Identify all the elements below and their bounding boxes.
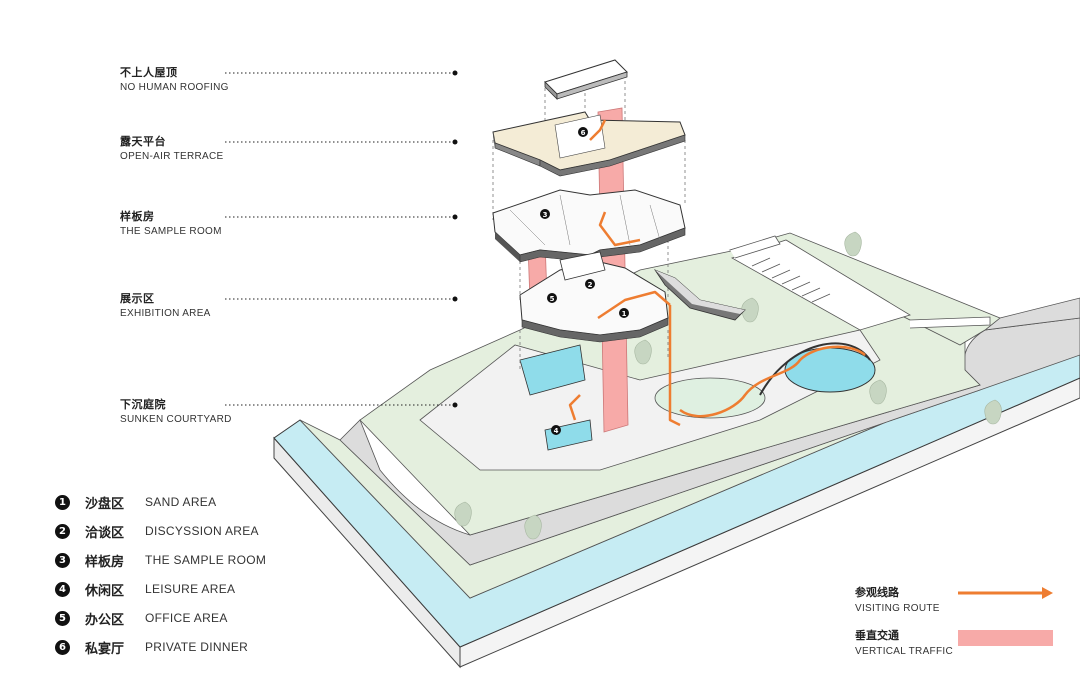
level-label-en: THE SAMPLE ROOM [120, 226, 222, 237]
level-label-zh: 样板房 [120, 211, 155, 223]
round-number-marker-icon [551, 425, 561, 435]
vertical-traffic-key-zh: 垂直交通 [855, 630, 899, 642]
key-swatches [958, 587, 1053, 646]
tree-icon [454, 501, 472, 527]
garden-lawn-oval [654, 377, 766, 419]
legend-label-zh: 洽谈区 [85, 524, 125, 540]
legend-item: 2 洽谈区 DISCYSSION AREA [55, 521, 259, 541]
visiting-route-key: 参观线路 VISITING ROUTE [855, 584, 940, 614]
round-number-marker-icon [619, 308, 629, 318]
level-label-zh: 下沉庭院 [120, 399, 166, 411]
marker-1: 1 [619, 308, 629, 318]
legend-label-en: LEISURE AREA [145, 582, 236, 596]
level-label-en: NO HUMAN ROOFING [120, 82, 229, 93]
level-label-en: OPEN-AIR TERRACE [120, 151, 224, 162]
level-label-roof: 不上人屋顶 NO HUMAN ROOFING [120, 64, 229, 93]
sunken-courtyard-pool [519, 344, 586, 396]
level-label-en: EXHIBITION AREA [120, 308, 211, 319]
visiting-route [568, 119, 681, 427]
tree-icon [741, 297, 759, 323]
floor-sample-room [492, 189, 686, 263]
level-label-exhibition: 展示区 EXHIBITION AREA [120, 290, 211, 319]
tree-icon [984, 399, 1002, 425]
canopy-wing-top [655, 270, 745, 314]
leader-dot-icon [452, 402, 458, 408]
round-number-marker-icon [547, 293, 557, 303]
tree-icon [844, 231, 862, 257]
legend-label-en: OFFICE AREA [145, 611, 228, 625]
marker-6: 6 [578, 127, 588, 137]
round-number-marker-icon: 2 [55, 523, 70, 539]
leader-lines [225, 72, 452, 406]
leader-dot-icon [452, 139, 458, 145]
round-number-marker-icon [578, 127, 588, 137]
leader-dot-icon [452, 296, 458, 302]
marker-label: 1 [622, 310, 627, 318]
level-label-zh: 露天平台 [120, 136, 166, 148]
marker-5: 5 [547, 293, 557, 303]
visiting-route-garden [679, 345, 866, 418]
level-label-sample-room: 样板房 THE SAMPLE ROOM [120, 208, 222, 237]
round-number-marker-icon: 5 [55, 610, 70, 626]
marker-label: 3 [543, 211, 548, 219]
marker-label: 2 [588, 281, 593, 289]
level-label-sunken-courtyard: 下沉庭院 SUNKEN COURTYARD [120, 396, 232, 425]
marker-3: 3 [540, 209, 550, 219]
legend-label-en: THE SAMPLE ROOM [145, 553, 267, 567]
diagram-markers: 6 3 2 5 1 4 [540, 127, 629, 435]
marker-2: 2 [585, 279, 595, 289]
legend-label-zh: 办公区 [85, 611, 125, 627]
tree-icon [869, 379, 887, 405]
level-label-zh: 不上人屋顶 [120, 67, 178, 79]
legend-item: 6 私宴厅 PRIVATE DINNER [55, 637, 248, 657]
tree-icon [634, 339, 652, 365]
legend-item: 1 沙盘区 SAND AREA [55, 492, 216, 512]
round-number-marker-icon: 6 [55, 639, 70, 655]
round-number-marker-icon [540, 209, 550, 219]
floor-roof [544, 59, 628, 100]
marker-label: 4 [554, 427, 559, 435]
legend-item: 3 样板房 THE SAMPLE ROOM [55, 550, 266, 570]
fence-north [729, 235, 781, 259]
level-label-en: SUNKEN COURTYARD [120, 414, 232, 425]
marker-label: 5 [550, 295, 555, 303]
fence-east [909, 316, 991, 329]
marker-4: 4 [551, 425, 561, 435]
legend-label-en: DISCYSSION AREA [145, 524, 259, 538]
leader-dots [452, 70, 458, 408]
legend-label-zh: 休闲区 [85, 582, 125, 598]
legend-label-zh: 私宴厅 [85, 640, 125, 656]
vertical-traffic-key-en: VERTICAL TRAFFIC [855, 646, 953, 657]
round-number-marker-icon: 3 [55, 552, 70, 568]
marker-label: 6 [581, 129, 586, 137]
site-base [273, 231, 1080, 669]
parking-stripes [751, 257, 831, 303]
leader-dot-icon [452, 214, 458, 220]
floor-exhibition [519, 251, 669, 343]
vertical-traffic-swatch [958, 630, 1053, 646]
round-number-marker-icon [585, 279, 595, 289]
vertical-traffic-key: 垂直交通 VERTICAL TRAFFIC [855, 627, 953, 657]
floor-terrace [492, 111, 686, 177]
arrow-right-icon [1042, 587, 1053, 599]
level-label-zh: 展示区 [120, 293, 155, 305]
tower [492, 59, 866, 433]
legend-item: 4 休闲区 LEISURE AREA [55, 579, 235, 599]
legend-label-en: SAND AREA [145, 495, 217, 509]
trees [454, 231, 1002, 540]
legend-label-zh: 样板房 [85, 553, 125, 569]
legend-label-zh: 沙盘区 [85, 495, 125, 511]
round-number-marker-icon: 4 [55, 581, 70, 597]
level-label-terrace: 露天平台 OPEN-AIR TERRACE [120, 133, 224, 162]
tree-icon [524, 514, 542, 540]
visiting-route-key-zh: 参观线路 [855, 587, 899, 599]
legend-label-en: PRIVATE DINNER [145, 640, 249, 654]
round-number-marker-icon: 1 [55, 494, 70, 510]
projection-lines [492, 75, 686, 370]
legend-item: 5 办公区 OFFICE AREA [55, 608, 227, 628]
leader-dot-icon [452, 70, 458, 76]
visiting-route-key-en: VISITING ROUTE [855, 603, 940, 614]
